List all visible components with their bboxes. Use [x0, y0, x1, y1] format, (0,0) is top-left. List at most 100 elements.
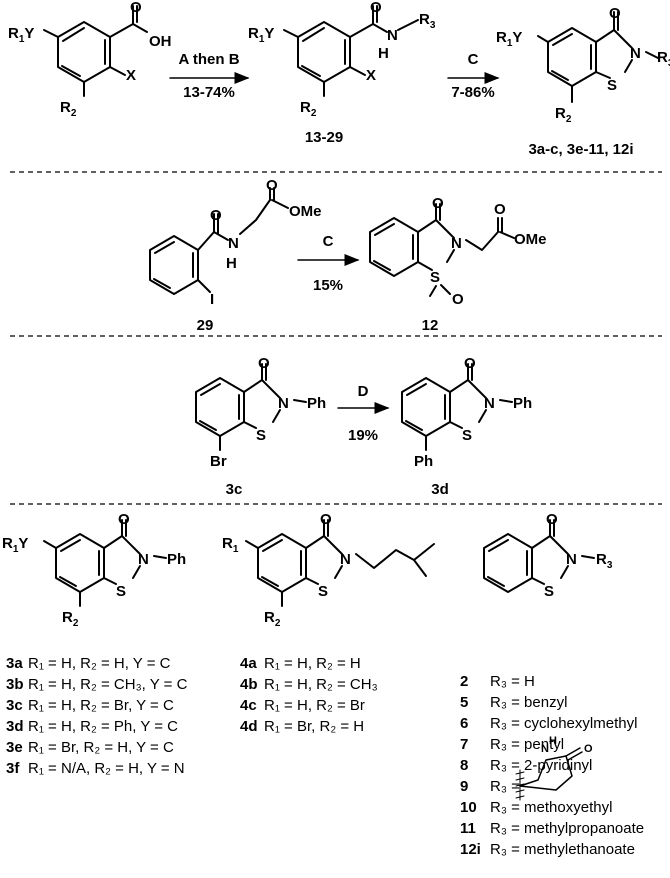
sr3-n-label: N	[566, 551, 577, 568]
s3-s-label: S	[116, 583, 126, 600]
compound-amide-13-29: O N H R3 X R1Y R2 13-29	[248, 0, 436, 146]
product1-r1-label: R	[496, 29, 507, 46]
compound-29: O N H O OMe I 29	[149, 177, 322, 334]
arrow1-reagent: A then B	[178, 51, 239, 68]
arrow-step-2: C 7-86%	[447, 51, 500, 101]
s3-n-label: N	[138, 551, 149, 568]
series3-id-3e: 3e	[6, 739, 23, 756]
arrow-step-1: A then B 13-74%	[169, 51, 250, 101]
series-4-structure: O N S R1 R2	[222, 511, 435, 629]
series3-desc-3f: R₁ = N/A, R₂ = H, Y = N	[28, 760, 185, 777]
c12-o2-label: O	[494, 201, 506, 218]
seriesR3-id-10: 10	[460, 799, 477, 816]
arrow1-yield: 13-74%	[183, 84, 235, 101]
svg-text:R1Y: R1Y	[8, 25, 34, 45]
arrow3-reagent: C	[323, 233, 334, 250]
svg-text:R3: R3	[419, 11, 436, 31]
acid-r1-label: R	[8, 25, 19, 42]
acid-oh-label: OH	[149, 33, 172, 50]
series4-id-4c: 4c	[240, 697, 257, 714]
amide-x-label: X	[366, 67, 376, 84]
c3c-br-label: Br	[210, 453, 227, 470]
c29-h-label: H	[226, 255, 237, 272]
c12-o1-label: O	[432, 195, 444, 212]
acid-y-label: Y	[24, 25, 34, 42]
seriesR3-desc-12i: R₃ = methylethanoate	[490, 841, 635, 858]
c29-compound-label: 29	[197, 317, 214, 334]
series4-desc-4d: R₁ = Br, R₂ = H	[264, 718, 364, 735]
amide-n-label: N	[387, 27, 398, 44]
c3d-n-label: N	[484, 395, 495, 412]
sr3-s-label: S	[544, 583, 554, 600]
arrow4-reagent: D	[358, 383, 369, 400]
svg-text:R2: R2	[555, 105, 572, 125]
product1-y-label: Y	[512, 29, 522, 46]
s3-r1-label: R	[2, 535, 13, 552]
svg-text:R1Y: R1Y	[496, 29, 522, 49]
series3-id-3a: 3a	[6, 655, 23, 672]
arrow2-reagent: C	[468, 51, 479, 68]
series3-id-3f: 3f	[6, 760, 20, 777]
acid-r2-label: R	[60, 99, 71, 116]
series3-id-3c: 3c	[6, 697, 23, 714]
series-r3-structure: O N R3 S	[483, 511, 613, 600]
seriesR3-desc-9: R₃ =	[490, 778, 520, 795]
product1-n-label: N	[630, 45, 641, 62]
pyr-n-label: N	[541, 743, 549, 755]
seriesR3-id-2: 2	[460, 673, 468, 690]
s4-r2-label: R	[264, 609, 275, 626]
product1-r3-label: R	[657, 49, 668, 66]
c3c-ph-label: Ph	[307, 395, 326, 412]
seriesR3-id-8: 8	[460, 757, 468, 774]
c29-ome-label: OMe	[289, 203, 322, 220]
series4-desc-4a: R₁ = H, R₂ = H	[264, 655, 361, 672]
c3c-compound-label: 3c	[226, 481, 243, 498]
s3-r2-label: R	[62, 609, 73, 626]
c3c-o-label: O	[258, 355, 270, 372]
arrow3-yield: 15%	[313, 277, 343, 294]
product1-r2-label: R	[555, 105, 566, 122]
svg-text:R1: R1	[222, 535, 239, 555]
compound-benzoic-acid: O OH X R1Y R2	[8, 0, 172, 119]
c29-n-label: N	[228, 235, 239, 252]
sr3-r3-label: R	[596, 551, 607, 568]
seriesR3-id-6: 6	[460, 715, 468, 732]
seriesR3-desc-7: R₃ = pentyl	[490, 736, 564, 753]
series3-id-3b: 3b	[6, 676, 24, 693]
sr3-o-label: O	[546, 511, 558, 528]
series-3-structure: O N Ph S R1Y R2	[2, 511, 186, 629]
seriesR3-id-5: 5	[460, 694, 468, 711]
c3d-ph2-label: Ph	[414, 453, 433, 470]
svg-text:R3: R3	[657, 49, 670, 69]
compound-benzisothiazolone-product: O N R3 S R1Y R2 3a-c, 3e-11, 12i	[496, 5, 670, 158]
series3-desc-3d: R₁ = H, R₂ = Ph, Y = C	[28, 718, 178, 735]
series4-id-4b: 4b	[240, 676, 258, 693]
arrow2-yield: 7-86%	[451, 84, 494, 101]
product1-o-label: O	[609, 5, 621, 22]
arrow-step-4: D 19%	[337, 383, 390, 444]
s3-ph-label: Ph	[167, 551, 186, 568]
seriesR3-id-12i: 12i	[460, 841, 481, 858]
acid-o-label: O	[130, 0, 142, 16]
svg-text:R2: R2	[62, 609, 79, 629]
s4-r1-label: R	[222, 535, 233, 552]
svg-text:R3: R3	[596, 551, 613, 571]
c12-o3-label: O	[452, 291, 464, 308]
amide-r2-label: R	[300, 99, 311, 116]
svg-text:R2: R2	[300, 99, 317, 119]
amide-r3-label: R	[419, 11, 430, 28]
c29-o1-label: O	[210, 207, 222, 224]
arrow4-yield: 19%	[348, 427, 378, 444]
c3d-compound-label: 3d	[431, 481, 449, 498]
svg-text:R2: R2	[60, 99, 77, 119]
s3-y-label: Y	[18, 535, 28, 552]
seriesR3-desc-2: R₃ = H	[490, 673, 535, 690]
svg-text:R1Y: R1Y	[248, 25, 274, 45]
series4-id-4a: 4a	[240, 655, 257, 672]
compound-3d: O N Ph S Ph 3d	[401, 355, 532, 498]
seriesR3-id-11: 11	[460, 820, 476, 837]
series4-id-4d: 4d	[240, 718, 258, 735]
